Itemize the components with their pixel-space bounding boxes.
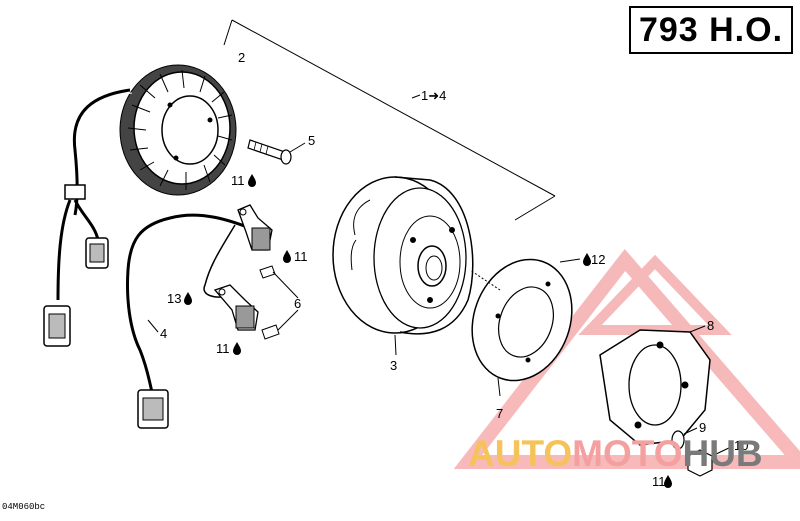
callout-9: 9	[699, 420, 706, 435]
stator-harness	[43, 88, 133, 347]
trigger-coil-upper	[237, 204, 273, 251]
drop-icon	[583, 253, 591, 266]
watermark-part1: AUTO	[468, 433, 573, 474]
watermark-part2: MOTO	[572, 433, 683, 474]
leader-3	[394, 334, 397, 356]
drop-icon	[283, 250, 291, 263]
callout-1-4: 1➜4	[421, 88, 446, 103]
drop-icons	[184, 174, 672, 488]
assembly-bracket	[223, 19, 556, 221]
flywheel	[332, 176, 474, 335]
washer-9	[671, 427, 698, 450]
drop-icon	[233, 342, 241, 355]
drop-icon	[248, 174, 256, 187]
callout-11-stator: 11	[231, 173, 245, 188]
callout-4: 4	[160, 326, 167, 341]
screws-6	[259, 265, 299, 340]
starter-clutch	[599, 329, 711, 446]
callout-5: 5	[308, 133, 315, 148]
watermark-part3: HUB	[682, 433, 763, 474]
drop-icon	[184, 292, 192, 305]
callout-7: 7	[496, 406, 503, 421]
drop-icon	[664, 475, 672, 488]
leader-lines	[147, 94, 581, 333]
callout-11-lower: 11	[216, 341, 230, 356]
callout-labels: 1➜4 2 3 4 5 6 7 8 9 10 11 11 11 11 12 13	[160, 50, 748, 489]
leader-7	[497, 377, 501, 397]
callout-13: 13	[167, 291, 181, 306]
callout-11-clutch: 11	[652, 474, 666, 489]
callout-2: 2	[238, 50, 245, 65]
screw-5	[247, 139, 306, 165]
figure-reference-code: 04M060bc	[2, 502, 46, 512]
callout-8: 8	[707, 318, 714, 333]
leader-8	[689, 325, 706, 333]
callout-3: 3	[390, 358, 397, 373]
model-title: 793 H.O.	[629, 6, 793, 54]
ring-gear	[471, 258, 573, 382]
screw-10	[687, 445, 734, 477]
callout-11-coil: 11	[294, 249, 308, 264]
watermark-text: AUTOMOTOHUB	[468, 433, 763, 475]
callout-6: 6	[294, 296, 301, 311]
trigger-coil-lower	[213, 284, 259, 331]
trigger-harness	[126, 213, 256, 429]
callout-10: 10	[734, 438, 748, 453]
callout-12: 12	[591, 252, 605, 267]
stator	[119, 64, 237, 196]
